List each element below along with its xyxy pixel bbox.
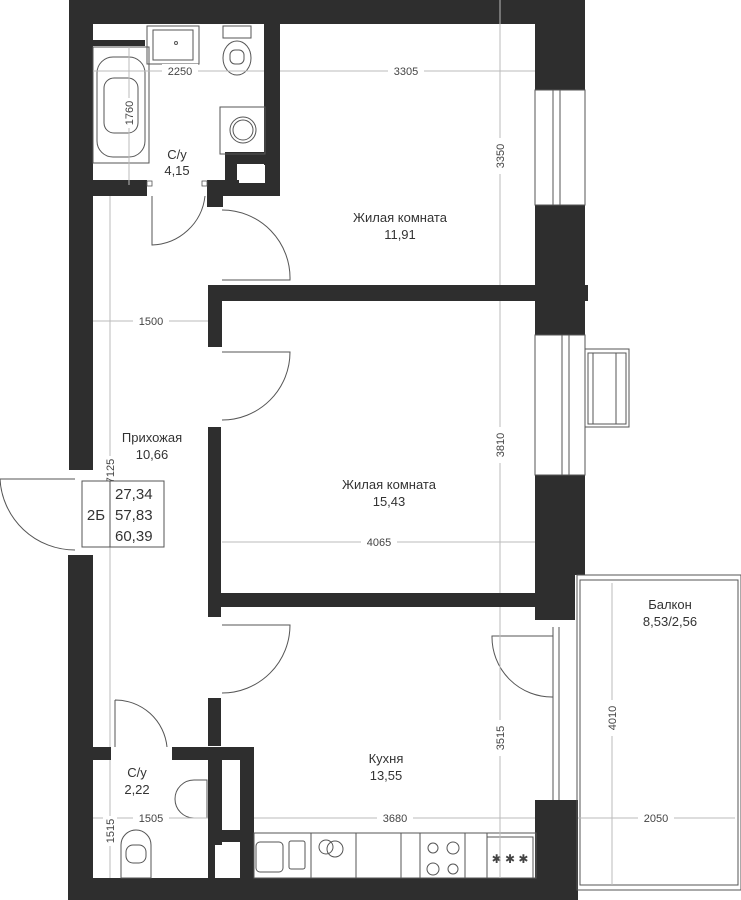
wall-bath1-right <box>264 24 280 196</box>
wall-bath1-bottom-left <box>69 180 147 196</box>
fridge <box>486 836 534 879</box>
wall-top <box>69 0 585 24</box>
dim-hall-length: 7125 <box>105 459 117 483</box>
wall-right-5 <box>535 800 578 900</box>
room-area-bath2: 2,22 <box>124 782 149 797</box>
stove <box>419 832 466 879</box>
total-area-with-balcony: 60,39 <box>115 528 153 545</box>
wall-left-lower <box>68 555 93 900</box>
room-labels: С/у 4,15 Жилая комната 11,91 Прихожая 10… <box>122 147 697 797</box>
fridge-symbol: ✱ ✱ ✱ <box>492 852 529 866</box>
room-area-balcony: 8,53/2,56 <box>643 614 697 629</box>
door-balcony <box>491 635 554 698</box>
wall-right-2 <box>535 205 585 335</box>
bathtub <box>92 46 150 164</box>
window-living2 <box>534 334 586 476</box>
wall-right-4 <box>535 568 575 620</box>
wall-kitchen-divider <box>208 593 538 607</box>
room-area-living2: 15,43 <box>373 494 406 509</box>
ac-unit <box>584 348 630 428</box>
wall-right-3 <box>535 475 585 575</box>
dim-bath2-depth: 1515 <box>105 819 117 843</box>
apartment-info-box: 2Б 27,34 57,83 60,39 <box>81 480 165 548</box>
dim-hall-width: 1500 <box>139 316 163 328</box>
washbasin-1 <box>146 25 200 65</box>
fixtures: ✱ ✱ ✱ <box>92 25 537 879</box>
toilet-1 <box>222 25 252 39</box>
washbasin-2 <box>174 779 208 819</box>
room-name-kitchen: Кухня <box>369 751 404 766</box>
room-name-balcony: Балкон <box>648 597 692 612</box>
toilet-2 <box>120 829 152 879</box>
room-area-hall: 10,66 <box>136 447 169 462</box>
room-name-bath2: С/у <box>127 765 147 780</box>
kitchen-sink <box>255 841 284 873</box>
room-name-hall: Прихожая <box>122 430 182 445</box>
dim-balcony-width: 2050 <box>644 813 668 825</box>
balcony <box>552 574 741 891</box>
dimension-labels: 2250 1760 3305 3350 1500 7125 4065 3810 … <box>103 64 674 846</box>
room-area-kitchen: 13,55 <box>370 768 403 783</box>
wall-kitchen-left <box>208 698 221 746</box>
dim-kitchen-width: 3680 <box>383 813 407 825</box>
door-living1 <box>221 209 291 281</box>
wall-left-upper <box>69 0 93 470</box>
door-kitchen <box>221 624 291 694</box>
room-name-living2: Жилая комната <box>342 477 437 492</box>
wall-right-1 <box>535 0 585 90</box>
dim-bath1-width: 2250 <box>168 66 192 78</box>
door-living2 <box>221 351 291 421</box>
door-bath1 <box>151 195 206 246</box>
dim-living1-width: 3305 <box>394 66 418 78</box>
dim-balcony-depth: 4010 <box>607 706 619 730</box>
drainer <box>288 840 306 870</box>
wall-bath1-shelf <box>93 40 145 46</box>
balcony-outline <box>576 574 741 891</box>
wall-living2-left <box>208 427 221 617</box>
living-area: 27,34 <box>115 486 153 503</box>
dim-living1-depth: 3350 <box>495 144 507 168</box>
room-area-bath1: 4,15 <box>164 163 189 178</box>
dishwasher <box>318 839 334 855</box>
doors <box>0 195 554 748</box>
walls <box>68 0 588 900</box>
room-name-bath1: С/у <box>167 147 187 162</box>
room-name-living1: Жилая комната <box>353 210 448 225</box>
wall-bath2-top-left <box>69 747 111 760</box>
dim-bath1-tub: 1760 <box>124 101 136 125</box>
door-bath2 <box>114 699 168 748</box>
wall-corridor-1 <box>208 285 222 347</box>
total-area: 57,83 <box>115 507 153 524</box>
washing-machine <box>219 106 266 155</box>
wall-bottom <box>68 878 578 900</box>
dim-bath2-width: 1505 <box>139 813 163 825</box>
wall-living-divider <box>208 285 588 301</box>
dim-living2-depth: 3810 <box>495 433 507 457</box>
apartment-type: 2Б <box>87 507 105 524</box>
door-entrance <box>0 478 76 551</box>
kitchen-counter <box>253 832 537 879</box>
room-area-living1: 11,91 <box>384 227 416 242</box>
windows <box>534 89 630 476</box>
dim-living2-width: 4065 <box>367 537 391 549</box>
dim-kitchen-depth: 3515 <box>495 726 507 750</box>
